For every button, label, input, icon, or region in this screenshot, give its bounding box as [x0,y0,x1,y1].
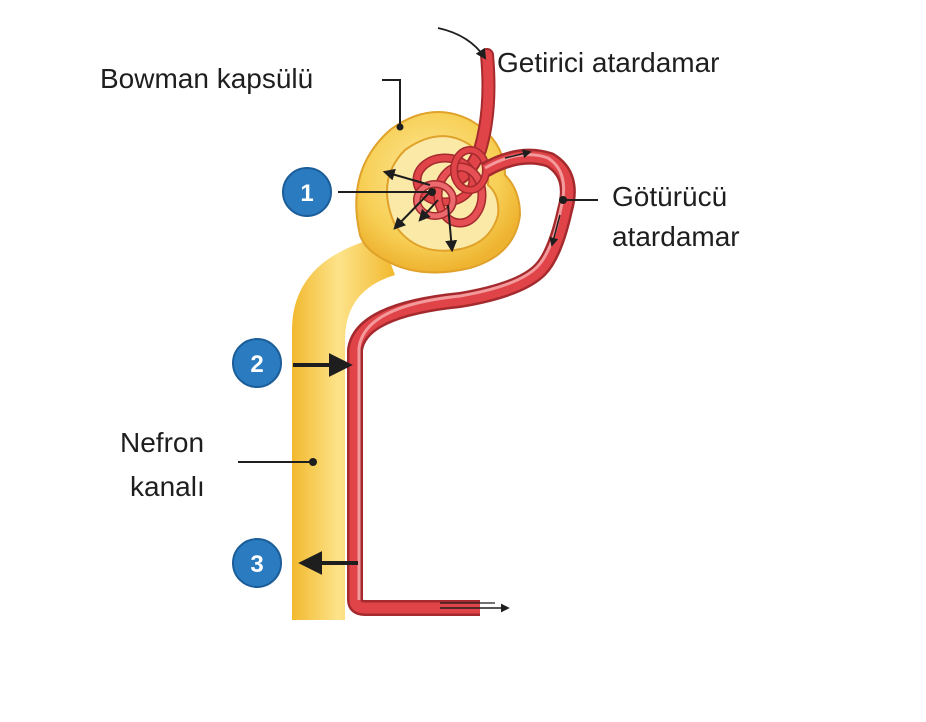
efferent-flow-arrow-down [549,214,561,247]
afferent-inflow-arrow [437,27,487,60]
glomerulus [412,146,490,228]
marker-2-number: 2 [250,351,263,378]
filtration-arrow [418,199,439,222]
tubule-label-line2: kanalı [130,471,205,502]
efferent-arteriole-label-line1: Götürücü [612,181,727,212]
bowman-leader-line [382,79,401,127]
bowman-capsule-label: Bowman kapsülü [100,63,313,94]
nephron-tubule [292,235,395,620]
efferent-flow-arrow-top [504,149,532,159]
afferent-arteriole-label: Getirici atardamar [497,47,720,78]
tubule-label-line1: Nefron [120,427,204,458]
blood-vessels [347,48,576,616]
marker-1-number: 1 [300,180,313,207]
flow-arrows [293,27,561,613]
efferent-arteriole-label-line2: atardamar [612,221,740,252]
marker-2: 2 [232,338,282,388]
tubule-leader-dot [309,458,317,466]
bowman-leader-dot [396,123,404,131]
leader-lines [238,79,598,466]
marker-1-leader-dot [428,188,436,196]
efferent-leader-dot [559,196,567,204]
filtration-arrow [382,168,431,186]
marker-3-number: 3 [250,551,263,578]
filtration-arrow [445,204,458,253]
filtration-arrow [393,191,431,230]
marker-3: 3 [232,538,282,588]
marker-1: 1 [282,167,332,217]
